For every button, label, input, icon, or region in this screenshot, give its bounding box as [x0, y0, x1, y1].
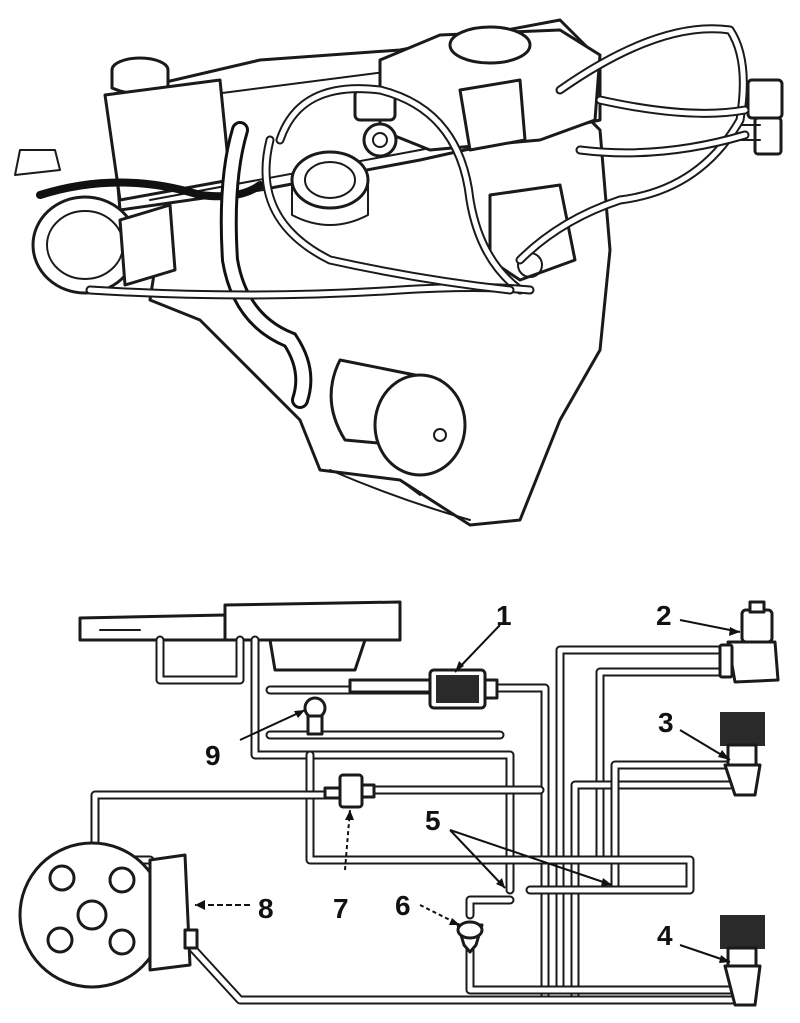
- distributor-8: [18, 841, 199, 989]
- t-connector-7: [323, 773, 376, 809]
- check-valve-6: [456, 920, 484, 954]
- thermo-valve-3: [720, 712, 765, 797]
- restrictor-9: [303, 696, 327, 736]
- callout-7: 7: [333, 893, 349, 924]
- callout-4: 4: [657, 920, 673, 951]
- solenoid-valve-2: [718, 600, 780, 684]
- callout-5: 5: [425, 805, 441, 836]
- callout-1: 1: [496, 600, 512, 631]
- valve-1: [348, 668, 499, 710]
- callout-8: 8: [258, 893, 274, 924]
- callout-2: 2: [656, 600, 672, 631]
- callout-3: 3: [658, 707, 674, 738]
- callouts: 1 2 3 4 5 6 7 8 9: [195, 600, 741, 963]
- vacuum-schematic: 1 2 3 4 5 6 7 8 9: [18, 600, 780, 1007]
- thermo-valve-4: [720, 915, 765, 1007]
- callout-6: 6: [395, 890, 411, 921]
- engine-illustration: [14, 18, 784, 527]
- callout-9: 9: [205, 740, 221, 771]
